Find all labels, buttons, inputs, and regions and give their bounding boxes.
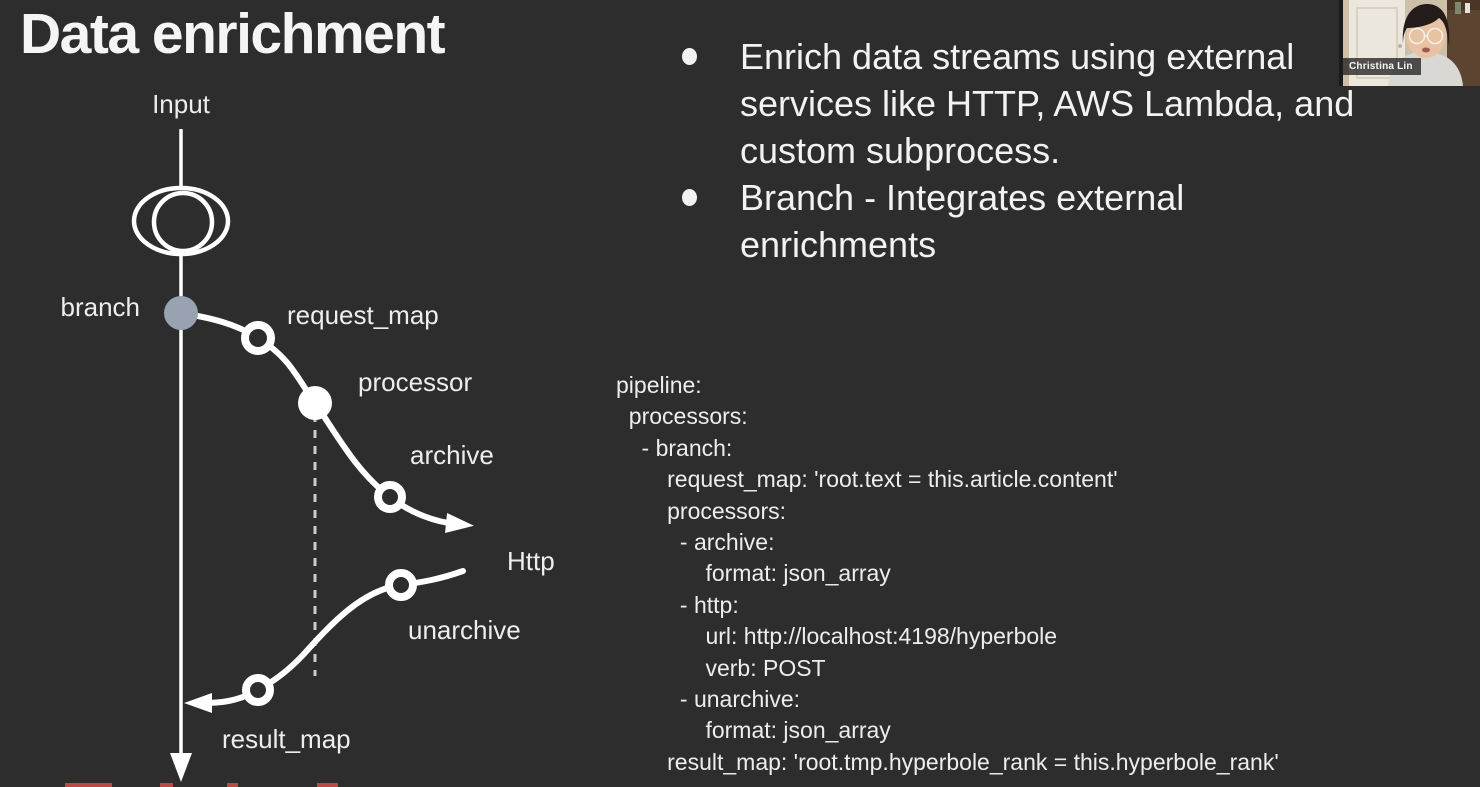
clipped-red-text-fragment: [227, 783, 238, 787]
clipped-red-text-fragment: [317, 783, 338, 787]
processor-label: processor: [358, 367, 472, 397]
participant-name-badge: Christina Lin: [1343, 58, 1421, 75]
code-line: - branch:: [616, 434, 733, 461]
yaml-code-block: pipeline: processors: - branch: request_…: [616, 370, 1279, 778]
input-stream-icon: [131, 185, 231, 257]
bullet-dot-icon: [682, 189, 697, 206]
processor-node: [298, 386, 332, 420]
bullet-item: Branch - Integrates external enrichments: [682, 174, 1452, 268]
bullet-text: Branch - Integrates external enrichments: [740, 177, 1185, 265]
branch-label: branch: [61, 292, 141, 322]
code-line: format: json_array: [616, 560, 891, 587]
input-stream-icon-inner: [151, 190, 215, 254]
code-line: - unarchive:: [616, 686, 801, 713]
unarchive-label: unarchive: [408, 615, 521, 645]
bullet-item: Enrich data streams using external servi…: [682, 33, 1452, 174]
main-flow-arrowhead: [170, 753, 192, 782]
http-label: Http: [507, 546, 555, 576]
pipeline-diagram: Input branch request_map processor archi…: [61, 89, 555, 782]
code-line: processors:: [616, 403, 748, 430]
clipped-red-text-fragment: [65, 783, 112, 787]
code-line: format: json_array: [616, 717, 891, 744]
clipped-red-text-fragment: [160, 783, 173, 787]
bullet-list: Enrich data streams using external servi…: [682, 33, 1452, 268]
archive-label: archive: [410, 440, 494, 470]
bullet-text: Enrich data streams using external servi…: [740, 36, 1355, 171]
code-line: result_map: 'root.tmp.hyperbole_rank = t…: [616, 748, 1279, 775]
request-map-node: [241, 321, 275, 355]
result-map-node: [242, 674, 274, 706]
code-line: - http:: [616, 591, 739, 618]
request-map-label: request_map: [287, 300, 439, 330]
result-map-label: result_map: [222, 724, 351, 754]
webcam-video-tile[interactable]: Christina Lin: [1339, 0, 1480, 86]
code-line: request_map: 'root.text = this.article.c…: [616, 466, 1118, 493]
input-label: Input: [152, 89, 211, 119]
code-line: processors:: [616, 497, 786, 524]
code-line: url: http://localhost:4198/hyperbole: [616, 623, 1058, 650]
code-line: verb: POST: [616, 654, 826, 681]
http-node: [385, 569, 417, 601]
branch-node: [164, 296, 198, 330]
bullet-dot-icon: [682, 48, 697, 65]
page-title: Data enrichment: [20, 2, 446, 66]
code-line: - archive:: [616, 529, 775, 556]
code-line: pipeline:: [616, 372, 702, 398]
archive-node: [374, 481, 406, 513]
